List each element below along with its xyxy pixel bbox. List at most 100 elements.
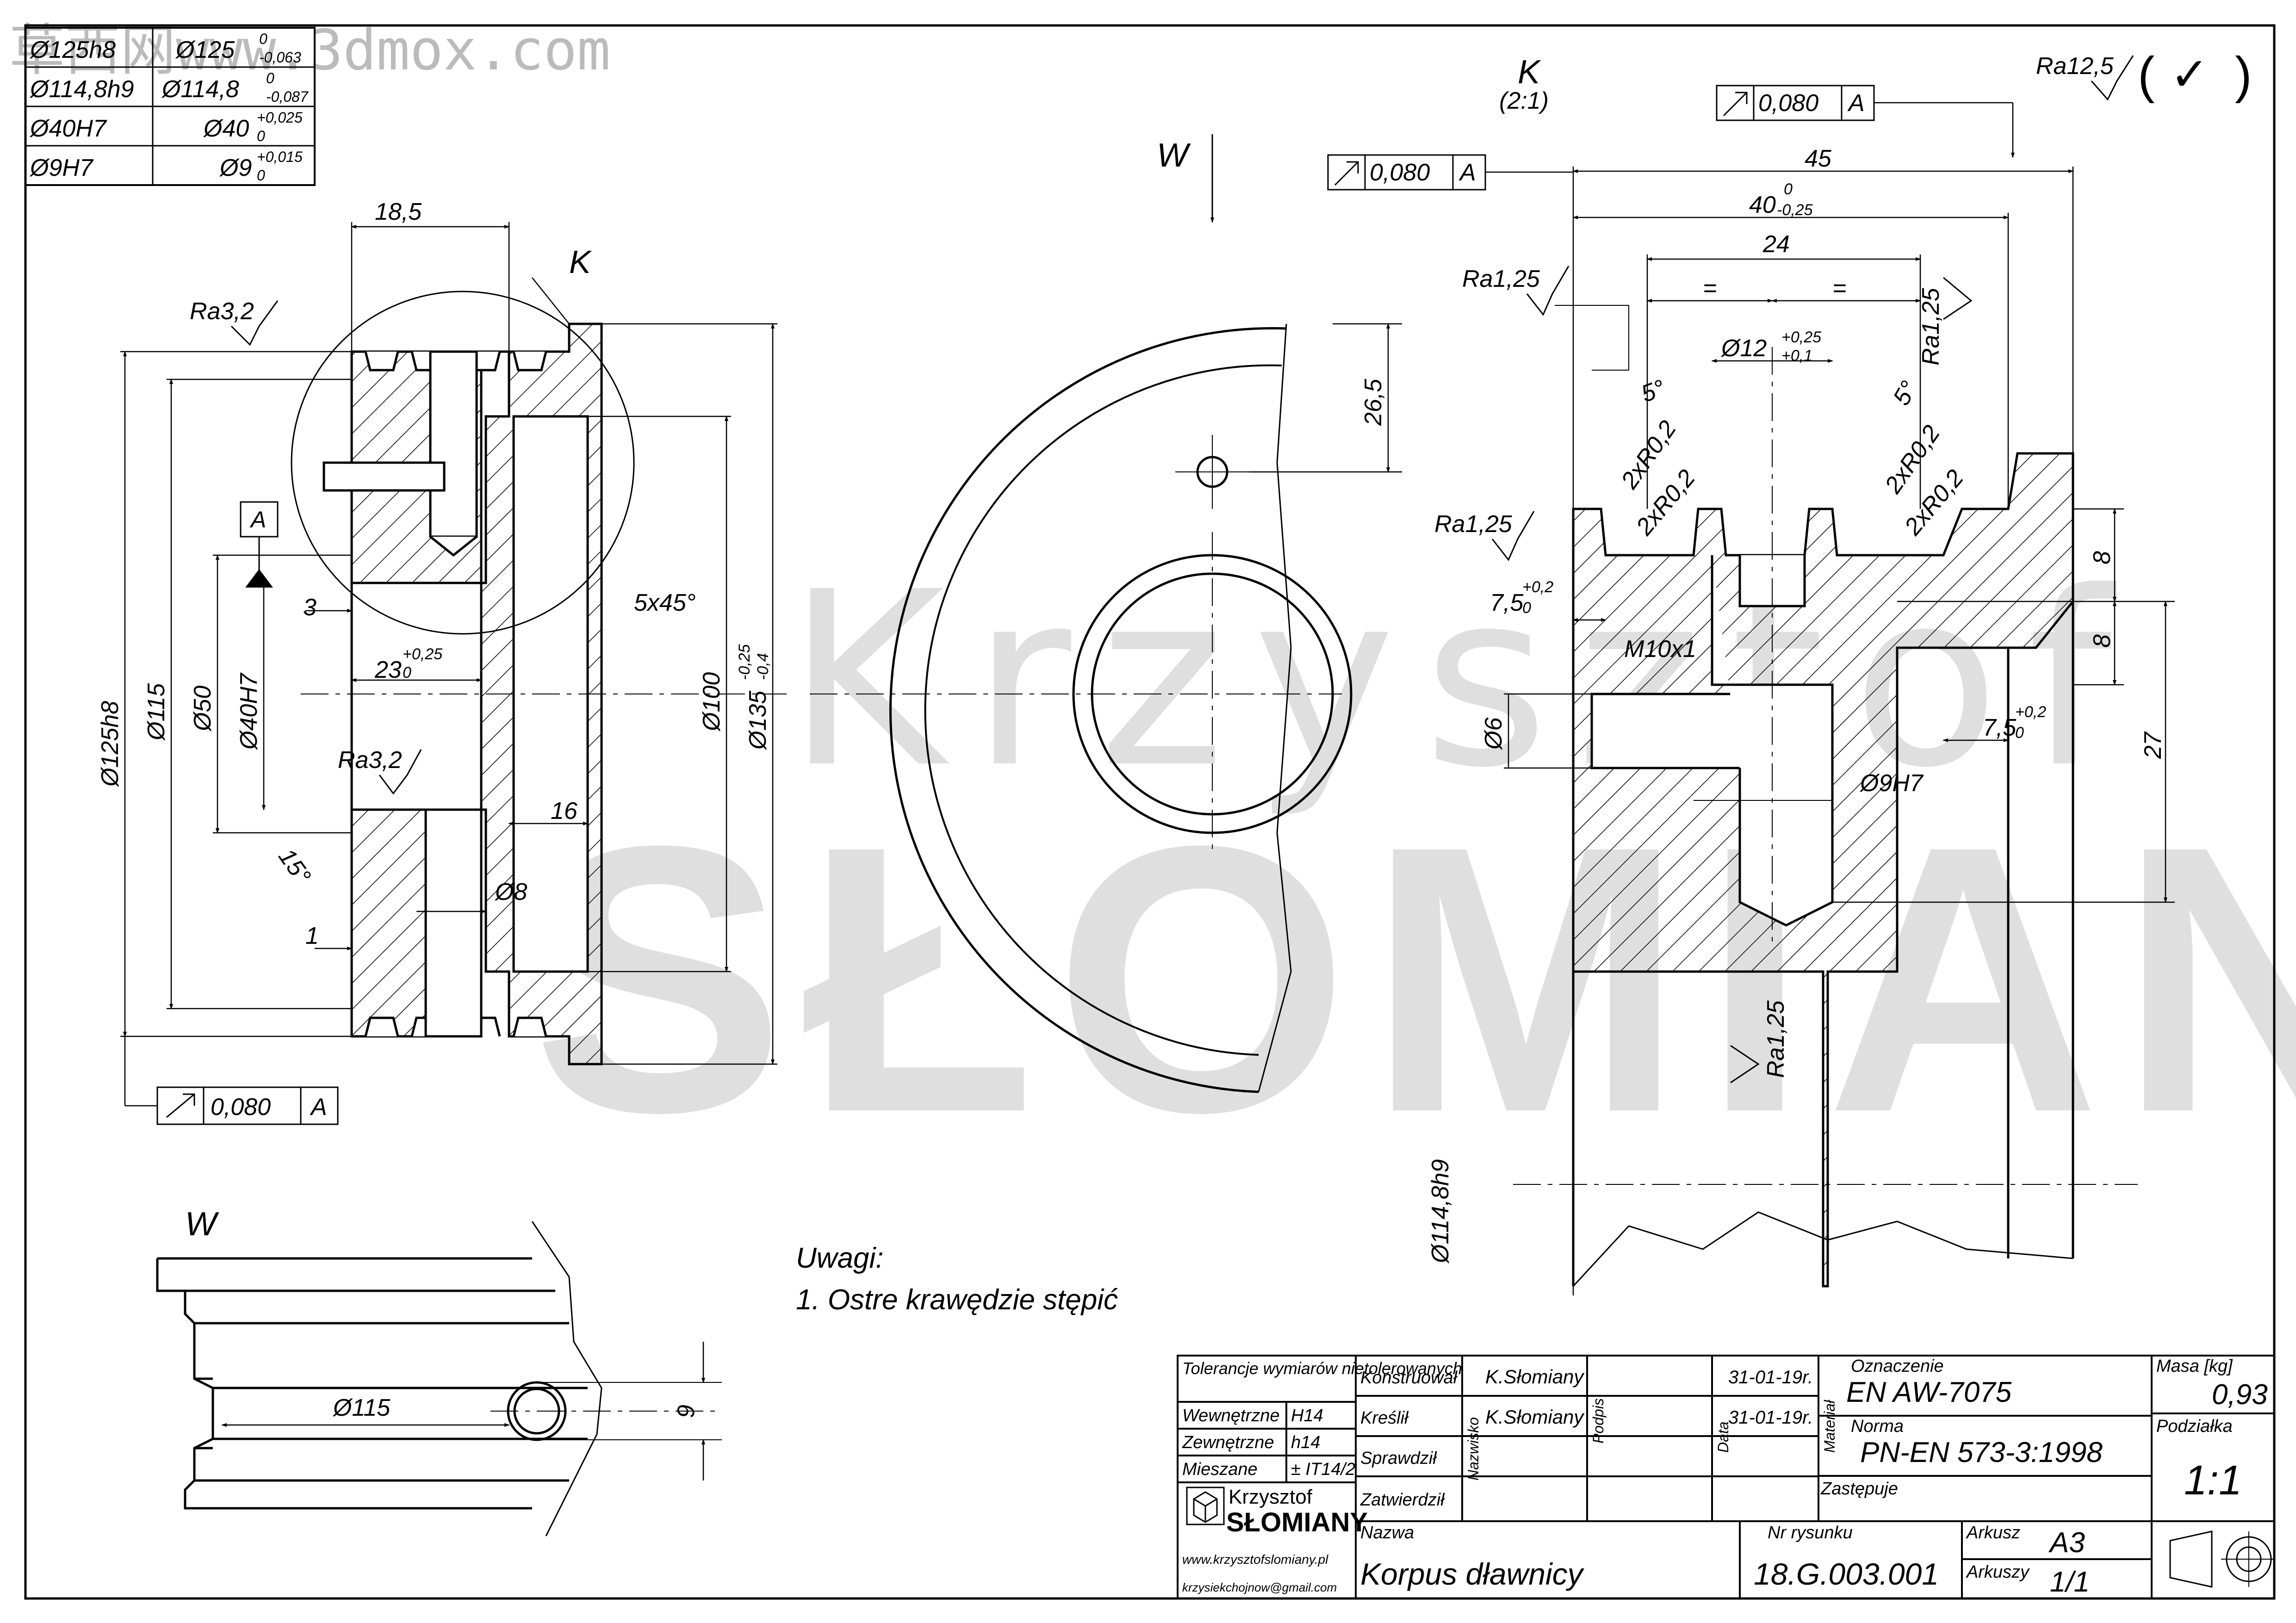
runout-datum: A xyxy=(310,1094,327,1121)
tb-arkuszy-label: Arkuszy xyxy=(1966,1562,2030,1582)
dim-18-5: 18,5 xyxy=(375,198,422,225)
tb-tol-label-1: Zewnętrzne xyxy=(1182,1433,1274,1452)
tb-tol-header: Tolerancje wymiarów nietolerowanych xyxy=(1182,1359,1462,1378)
watermark-brand-bottom: SŁOMIANY xyxy=(532,767,2296,1191)
dim-d12-upper: +0,25 xyxy=(1781,328,1821,346)
dim-40: 40 xyxy=(1749,192,1776,218)
dim-d135-upper: -0,25 xyxy=(736,644,753,680)
runout-icon-k2 xyxy=(1334,161,1359,186)
view-w-labels: W Ø115 9 xyxy=(185,1206,722,1481)
ra-k-1: Ra1,25 xyxy=(1462,266,1540,292)
ra-top: Ra3,2 xyxy=(190,298,254,325)
dim-d40: Ø40H7 xyxy=(236,672,262,750)
dim-7-5-right: 7,5 xyxy=(1983,714,2017,741)
runout-frame-k1: 0,080 A xyxy=(1716,85,2015,158)
ra-k-4: Ra1,25 xyxy=(1762,1000,1789,1078)
tb-col-nazwisko: Nazwisko xyxy=(1465,1417,1482,1481)
tb-logo-bottom: SŁOMIANY xyxy=(1226,1507,1368,1537)
dim-24: 24 xyxy=(1762,231,1790,258)
tb-masa: 0,93 xyxy=(2212,1379,2268,1411)
notes-title: Uwagi: xyxy=(796,1242,884,1274)
tb-arkuszy: 1/1 xyxy=(2050,1566,2090,1598)
dim-d125: Ø125h8 xyxy=(97,701,124,787)
dim-7-5-right-upper: +0,2 xyxy=(2015,703,2046,721)
dim-7-5-left-upper: +0,2 xyxy=(1522,578,1553,596)
tol-lower-3: 0 xyxy=(257,167,265,184)
angle-5-left: 5° xyxy=(1638,375,1669,408)
tb-podzialka-label: Podziałka xyxy=(2156,1417,2233,1436)
runout-frame-left: 0,080 A xyxy=(156,1086,339,1125)
tol-lower-2: 0 xyxy=(257,128,265,144)
tb-oznaczenie: EN AW-7075 xyxy=(1846,1376,2012,1408)
runout-frame-k2: 0,080 A xyxy=(1327,154,1573,191)
tb-tol-label-0: Wewnętrzne xyxy=(1182,1406,1280,1425)
runout-k1-value: 0,080 xyxy=(1758,90,1818,117)
tol-lower-0: -0,063 xyxy=(259,49,301,66)
ra-general: Ra12,5 xyxy=(2036,53,2114,80)
dim-7-5-left: 7,5 xyxy=(1490,589,1524,616)
tol-upper-1: 0 xyxy=(266,70,274,87)
tol-lower-1: -0,087 xyxy=(266,88,309,105)
dim-d6: Ø6 xyxy=(1480,718,1507,750)
front-view-labels: W 26,5 xyxy=(1157,134,1402,473)
dim-d135-lower: -0,4 xyxy=(754,653,772,680)
dim-7-5-left-lower: 0 xyxy=(1522,599,1531,617)
notes: Uwagi: 1. Ostre krawędzie stępić xyxy=(796,1242,1118,1316)
tol-value-0: Ø125 xyxy=(175,37,235,63)
dim-1: 1 xyxy=(305,923,319,949)
tb-masa-label: Masa [kg] xyxy=(2156,1357,2233,1376)
title-block: Tolerancje wymiarów nietolerowanych Wewn… xyxy=(1177,1355,2275,1599)
dim-d115: Ø115 xyxy=(143,683,170,741)
runout-icon xyxy=(166,1093,195,1118)
tb-date-0: 31-01-19r. xyxy=(1728,1367,1813,1388)
watermark-top: 草西网www.3dmox.com xyxy=(9,19,610,83)
tol-value-1: Ø114,8 xyxy=(161,76,239,103)
tb-col-material: Materiał xyxy=(1821,1400,1838,1453)
logo-cube-icon xyxy=(1193,1491,1218,1523)
section-view xyxy=(291,291,787,1065)
dim-8a: 8 xyxy=(2089,551,2116,564)
dim-23: 23 xyxy=(374,657,402,683)
ra-general-check: ✓ xyxy=(2170,49,2209,100)
tb-name-0: K.Słomiany xyxy=(1485,1366,1585,1388)
tb-logo: Krzysztof SŁOMIANY xyxy=(1186,1486,1368,1537)
dim-8b: 8 xyxy=(2089,634,2116,648)
tb-nr: 18.G.003.001 xyxy=(1754,1557,1939,1591)
view-w-d9: 9 xyxy=(673,1405,700,1418)
dim-27: 27 xyxy=(2140,731,2166,759)
tol-upper-2: +0,025 xyxy=(257,109,303,126)
tb-role-0: Konstruował xyxy=(1360,1368,1458,1388)
tb-arkusz-label: Arkusz xyxy=(1966,1523,2020,1542)
dim-40-lower: -0,25 xyxy=(1777,201,1813,219)
ra-k-3: Ra1,25 xyxy=(1434,511,1513,538)
runout-value: 0,080 xyxy=(211,1094,271,1121)
tb-name-1: K.Słomiany xyxy=(1485,1406,1585,1428)
view-w-label: W xyxy=(1157,137,1191,174)
ra-general-paren-close: ) xyxy=(2235,47,2252,104)
tb-tol-value-0: H14 xyxy=(1291,1406,1323,1425)
detail-view xyxy=(1513,347,2138,1288)
tb-arkusz: A3 xyxy=(2048,1527,2085,1559)
dim-15deg: 15° xyxy=(273,844,316,889)
dim-eq-2: = xyxy=(1832,275,1846,302)
sheet-border xyxy=(24,24,2276,1600)
ra-general-paren: ( xyxy=(2138,47,2155,104)
section-labels: 18,5 K Ra3,2 Ra3,2 Ø125h8 Ø115 Ø50 Ø40H7… xyxy=(97,198,772,949)
view-w-d115: Ø115 xyxy=(332,1394,391,1421)
dim-d12: Ø12 xyxy=(1720,335,1767,362)
tb-logo-top: Krzysztof xyxy=(1229,1486,1313,1508)
tb-tol-value-1: h14 xyxy=(1291,1433,1320,1452)
tol-fit-3: Ø9H7 xyxy=(29,155,94,181)
runout-icon-k1 xyxy=(1723,92,1748,117)
tb-col-data: Data xyxy=(1715,1421,1731,1453)
tol-value-3: Ø9 xyxy=(219,155,252,181)
tb-norma-label: Norma xyxy=(1851,1417,1904,1436)
tol-fit-0: Ø125h8 xyxy=(29,37,116,63)
front-view xyxy=(810,323,1353,1093)
tb-date-1: 31-01-19r. xyxy=(1728,1407,1813,1428)
tb-nazwa: Korpus dławnicy xyxy=(1360,1557,1585,1591)
detail-label: K xyxy=(1518,54,1541,91)
tol-upper-0: 0 xyxy=(259,31,267,47)
section-bore xyxy=(350,582,483,811)
dim-40-upper: 0 xyxy=(1784,180,1793,198)
